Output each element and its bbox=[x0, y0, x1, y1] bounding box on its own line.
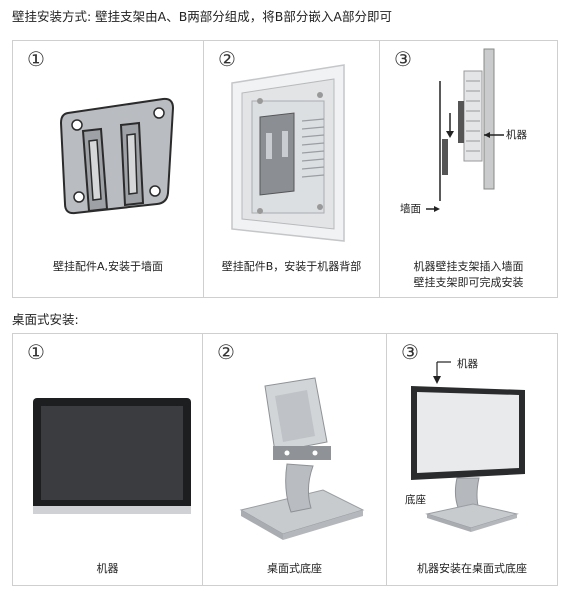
wall-mount-steps: ① 壁挂配件A,安装于墙面 ② bbox=[12, 40, 558, 298]
step-number: ① bbox=[27, 340, 45, 364]
step-caption: 壁挂配件B，安装于机器背部 bbox=[221, 260, 362, 273]
machine-label: 机器 bbox=[506, 129, 527, 141]
machine-label: 机器 bbox=[457, 358, 478, 370]
step-caption: 机器 bbox=[96, 562, 119, 575]
bracket-a-illustration bbox=[59, 97, 175, 215]
step-number: ② bbox=[217, 340, 235, 364]
step-number: ③ bbox=[394, 47, 412, 71]
step-number: ② bbox=[218, 47, 236, 71]
step-number: ① bbox=[27, 47, 45, 71]
machine-on-stand-illustration bbox=[411, 361, 525, 532]
wall-step-1: ① 壁挂配件A,安装于墙面 bbox=[13, 41, 204, 297]
wall-install-side-view-illustration bbox=[426, 48, 504, 212]
desk-stand-illustration bbox=[239, 377, 365, 540]
step-caption: 机器壁挂支架插入墙面 壁挂支架即可完成安装 bbox=[380, 259, 557, 291]
desk-mount-heading: 桌面式安装: bbox=[12, 312, 79, 327]
step-caption: 机器安装在桌面式底座 bbox=[417, 562, 527, 575]
caption-line-1: 机器壁挂支架插入墙面 bbox=[413, 260, 524, 273]
desk-step-2: ② 桌面式底座 bbox=[203, 334, 387, 585]
desk-step-1: ① 机器 bbox=[13, 334, 203, 585]
wall-mount-heading: 壁挂安装方式: 壁挂支架由A、B两部分组成，将B部分嵌入A部分即可 bbox=[12, 9, 392, 24]
wall-step-3: ③ 机器 墙面 机器壁挂支架插入墙面 壁挂支架即可完成安装 bbox=[380, 41, 557, 297]
step-number: ③ bbox=[401, 340, 419, 364]
caption-line-2: 壁挂支架即可完成安装 bbox=[413, 276, 524, 289]
bracket-b-on-machine-illustration bbox=[231, 64, 345, 242]
step-caption: 桌面式底座 bbox=[267, 562, 322, 575]
wall-label: 墙面 bbox=[400, 203, 421, 215]
desk-step-3: ③ 机器 底座 机器安装在桌面式底座 bbox=[387, 334, 557, 585]
machine-front-illustration bbox=[33, 398, 191, 514]
wall-step-2: ② 壁挂配件B，安装于机器背部 bbox=[204, 41, 380, 297]
step-caption: 壁挂配件A,安装于墙面 bbox=[52, 260, 164, 273]
base-label: 底座 bbox=[405, 494, 426, 506]
desk-mount-steps: ① 机器 ② 桌面式底座 ③ bbox=[12, 333, 558, 586]
